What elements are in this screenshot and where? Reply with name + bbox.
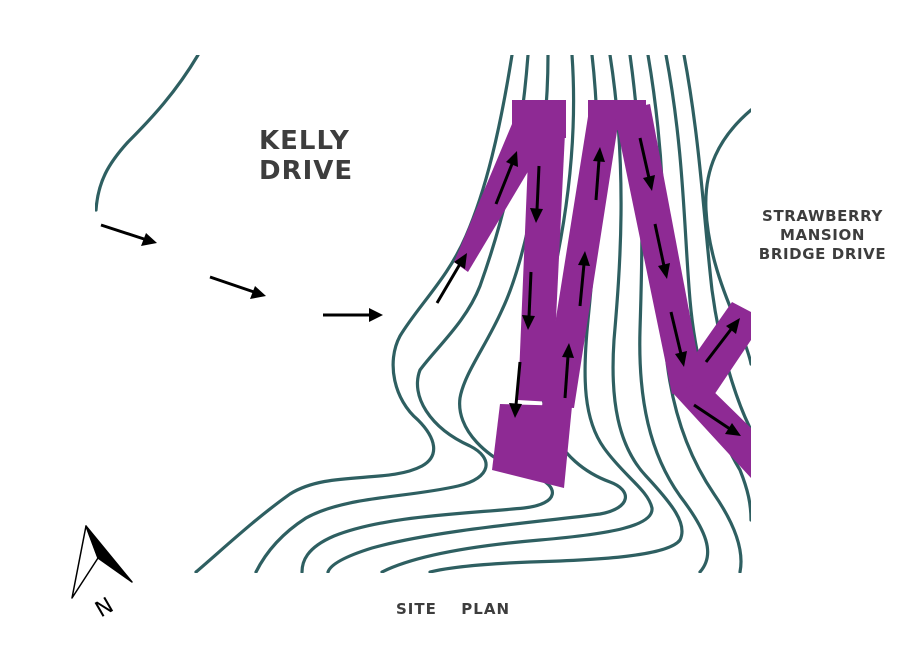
path-lower-landing: [492, 404, 572, 488]
arrow-approach-2: [209, 275, 266, 299]
direction-arrows: [100, 137, 741, 436]
path-segment-descent: [518, 112, 566, 402]
contour-line: [254, 55, 530, 573]
arrow-east-branch-up: [704, 318, 740, 363]
arrow-leg2-down-2: [522, 271, 535, 330]
kelly-drive-label: KELLY DRIVE: [259, 126, 353, 186]
arrow-entry: [435, 253, 467, 304]
arrow-approach-1: [100, 223, 157, 246]
arrow-leg4-down-1: [638, 137, 655, 191]
arrow-leg3-up-1: [562, 343, 574, 399]
site-plan-caption: SITE PLAN: [396, 600, 511, 618]
strawberry-line3: BRIDGE DRIVE: [758, 245, 887, 263]
arrow-leg4-down-3: [669, 311, 687, 367]
north-arrow-filled-half: [85, 525, 133, 583]
kelly-drive-line1: KELLY: [259, 126, 350, 156]
path-segment-first-leg: [454, 124, 548, 272]
strawberry-line1: STRAWBERRY: [762, 207, 883, 225]
arrow-leg4-down-2: [653, 223, 670, 279]
arrow-leg3-up-2: [578, 251, 590, 307]
contour-line: [682, 55, 751, 432]
contour-line-kelly-edge: [95, 55, 200, 212]
arrow-leg2-down-3: [509, 361, 522, 418]
contour-line: [326, 55, 627, 573]
arrow-leg1-up: [494, 151, 518, 205]
path-segment-ascent: [542, 104, 620, 408]
arrow-leg2-down-1: [530, 165, 543, 223]
strawberry-mansion-bridge-drive-label: STRAWBERRY MANSION BRIDGE DRIVE: [750, 207, 895, 264]
arrow-leg3-up-3: [593, 147, 605, 201]
contour-line: [428, 55, 684, 573]
strawberry-line2: MANSION: [780, 226, 865, 244]
arrow-southeast-exit: [693, 403, 741, 436]
north-letter: N: [91, 593, 118, 623]
kelly-drive-line2: DRIVE: [259, 156, 354, 186]
path-southeast-exit: [672, 382, 751, 478]
arrow-approach-3: [323, 308, 383, 322]
north-arrow-icon: N: [71, 525, 133, 623]
contour-line: [664, 55, 751, 522]
